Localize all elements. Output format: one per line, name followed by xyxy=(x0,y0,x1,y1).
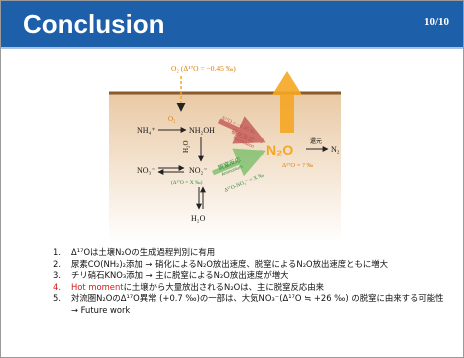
conclusion-number: 3. xyxy=(53,270,61,281)
conclusion-item-4: 4. Hot momentに土壌から大量放出されるN₂Oは、主に脱窒反応由来 xyxy=(53,282,453,294)
conclusion-list: 1. Δ¹⁷Oは土壌N₂Oの生成過程判別に有用 2. 尿素CO(NH₂)₂添加 → … xyxy=(53,247,453,317)
ammonium-label: NH₄⁺ xyxy=(137,126,156,135)
conclusion-item-2: 2. 尿素CO(NH₂)₂添加 → 硝化によるN₂O放出速度、脱窒によるN₂O放出… xyxy=(53,259,453,271)
n2o-production-diagram: O₂ (Δ¹⁷O = −0.45 ‰) NH₄⁺ O₂ NH₂OH Δ¹⁷O =… xyxy=(109,64,341,243)
page-number: 10/10 xyxy=(423,16,449,28)
water-top-label: H₂O xyxy=(182,140,190,153)
water-bottom-label: H₂O xyxy=(191,214,206,223)
conclusion-item-5: 5. 対流圏N₂OのΔ¹⁷O異常 (+0.7 ‰)の一部は、大気NO₃⁻(Δ¹⁷O… xyxy=(53,293,453,316)
conclusion-item-3: 3. チリ硝石KNO₃添加 → 主に脱窒によるN₂O放出速度が増大 xyxy=(53,270,453,282)
conclusion-number: 4. xyxy=(53,281,61,292)
title-bar: Conclusion 10/10 xyxy=(1,1,463,47)
n2o-emission-arrow xyxy=(272,71,302,133)
conclusion-text: 対流圏N₂OのΔ¹⁷O異常 (+0.7 ‰)の一部は、大気NO₃⁻(Δ¹⁷O ≒… xyxy=(71,293,444,315)
atmospheric-o2-label: O₂ (Δ¹⁷O = −0.45 ‰) xyxy=(171,64,236,73)
n2o-delta-label: Δ¹⁷O = ? ‰ xyxy=(282,162,314,169)
nitrite-delta-label: (Δ¹⁷O = X ‰) xyxy=(171,179,203,186)
n2o-label: N₂O xyxy=(266,142,293,158)
reduction-label: 還元 xyxy=(310,137,322,145)
conclusion-text: 尿素CO(NH₂)₂添加 → 硝化によるN₂O放出速度、脱窒によるN₂O放出速度… xyxy=(71,258,389,269)
nitrification-arrow xyxy=(217,116,266,144)
conclusion-text: Δ¹⁷Oは土壌N₂Oの生成過程判別に有用 xyxy=(71,247,216,257)
title-underline xyxy=(1,47,463,49)
conclusion-number: 5. xyxy=(53,293,61,304)
o2-label: O₂ xyxy=(168,115,176,123)
conclusion-item-1: 1. Δ¹⁷Oは土壌N₂Oの生成過程判別に有用 xyxy=(53,247,453,259)
hot-moment-highlight: Hot moment xyxy=(71,281,124,292)
denitrification-arrow xyxy=(212,148,266,177)
conclusion-text: チリ硝石KNO₃添加 → 主に脱窒によるN₂O放出速度が増大 xyxy=(71,270,289,281)
conclusion-text: に土壌から大量放出されるN₂Oは、主に脱窒反応由来 xyxy=(123,281,325,292)
slide-title: Conclusion xyxy=(23,9,165,39)
hydroxylamine-label: NH₂OH xyxy=(189,126,215,135)
conclusion-number: 1. xyxy=(53,247,61,257)
conclusion-number: 2. xyxy=(53,258,61,269)
dinitrogen-label: N₂ xyxy=(331,145,340,154)
nitrate-label: NO₃⁻ xyxy=(137,166,156,175)
nitrite-label: NO₂⁻ xyxy=(189,166,208,175)
